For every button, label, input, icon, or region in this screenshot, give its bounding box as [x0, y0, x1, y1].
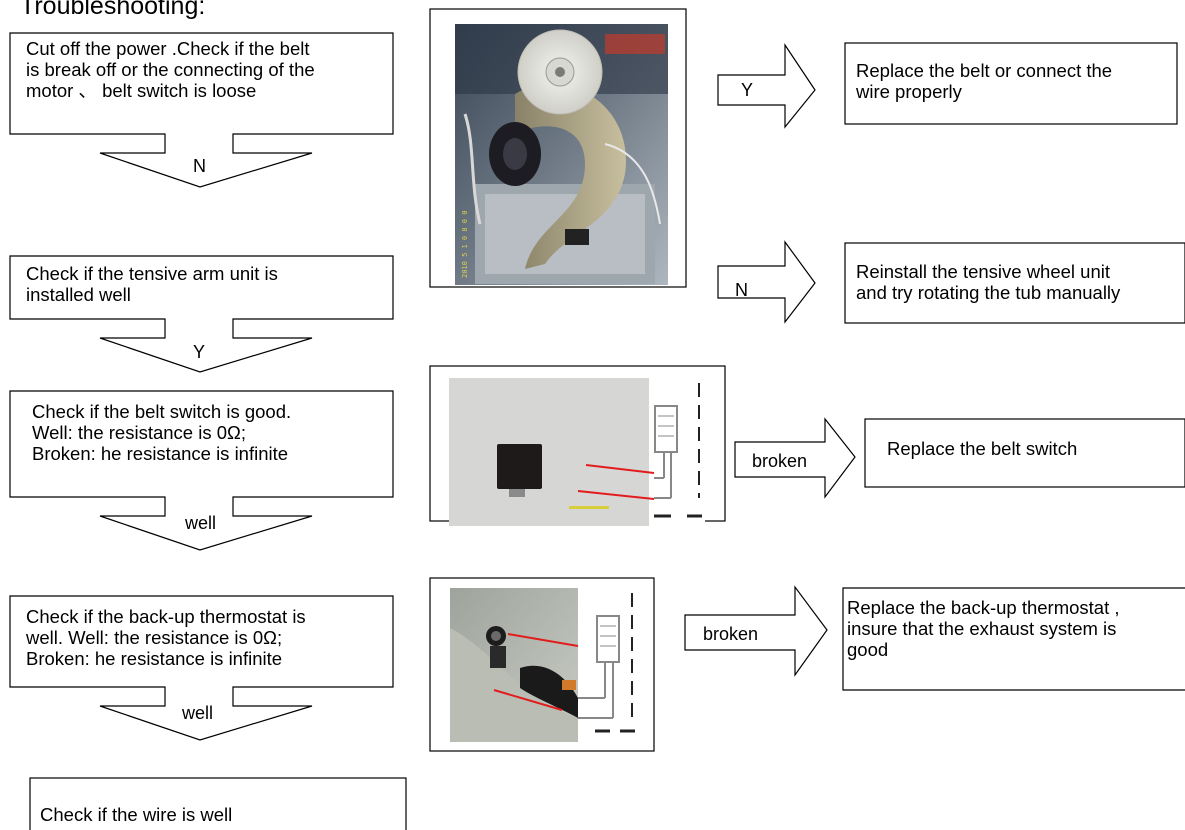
step3-text: Check if the belt switch is good. Well: …: [32, 401, 292, 464]
result2-text: Reinstall the tensive wheel unit and try…: [856, 261, 1121, 303]
result1-text: Replace the belt or connect the wire pro…: [856, 60, 1113, 102]
wire-line-3: [507, 633, 579, 647]
page-heading: Troubleshooting:: [20, 0, 206, 20]
branch3-label: broken: [752, 451, 808, 471]
photo-tensioner-assembly: 2010 5 1 0 8 0 0: [455, 24, 668, 285]
step3-down-label: well: [185, 513, 217, 533]
wire-line-4: [493, 689, 563, 711]
step5-box: [29, 777, 407, 830]
photo-backup-thermostat: [450, 588, 638, 742]
branch2-arrow: [717, 240, 816, 324]
wire-line-1: [585, 464, 655, 474]
branch1-label: Y: [741, 80, 754, 100]
step1-down-label: N: [193, 156, 206, 176]
result4-text: Replace the back-up thermostat , insure …: [847, 597, 1120, 660]
photo-belt-switch: [449, 378, 705, 526]
branch4-label: broken: [703, 624, 759, 644]
step3-box: [9, 390, 394, 551]
step1-text: Cut off the power .Check if the belt is …: [26, 38, 315, 101]
step2-down-label: Y: [193, 342, 206, 362]
step4-box: [9, 595, 394, 741]
result3-box: [864, 418, 1185, 488]
photo3-frame: [429, 577, 655, 752]
photo1-frame: [429, 8, 687, 288]
branch3-arrow: [734, 417, 856, 499]
photo-date-stamp: 2010 5 1 0 8 0 0: [461, 211, 469, 278]
result2-box: [844, 242, 1185, 324]
step1-box: [9, 32, 394, 188]
branch4-arrow: [684, 585, 828, 677]
wire-line-2: [577, 490, 655, 500]
step4-down-label: well: [182, 703, 214, 723]
branch2-label: N: [735, 280, 748, 300]
branch1-arrow: [717, 43, 816, 129]
result1-box: [844, 42, 1178, 125]
result4-box: [842, 587, 1185, 691]
step2-text: Check if the tensive arm unit is install…: [26, 263, 278, 305]
step2-box: [9, 255, 394, 373]
step4-text: Check if the back-up thermostat is well.…: [26, 606, 306, 669]
result3-text: Replace the belt switch: [887, 438, 1078, 459]
step5-text: Check if the wire is well: [40, 804, 233, 825]
